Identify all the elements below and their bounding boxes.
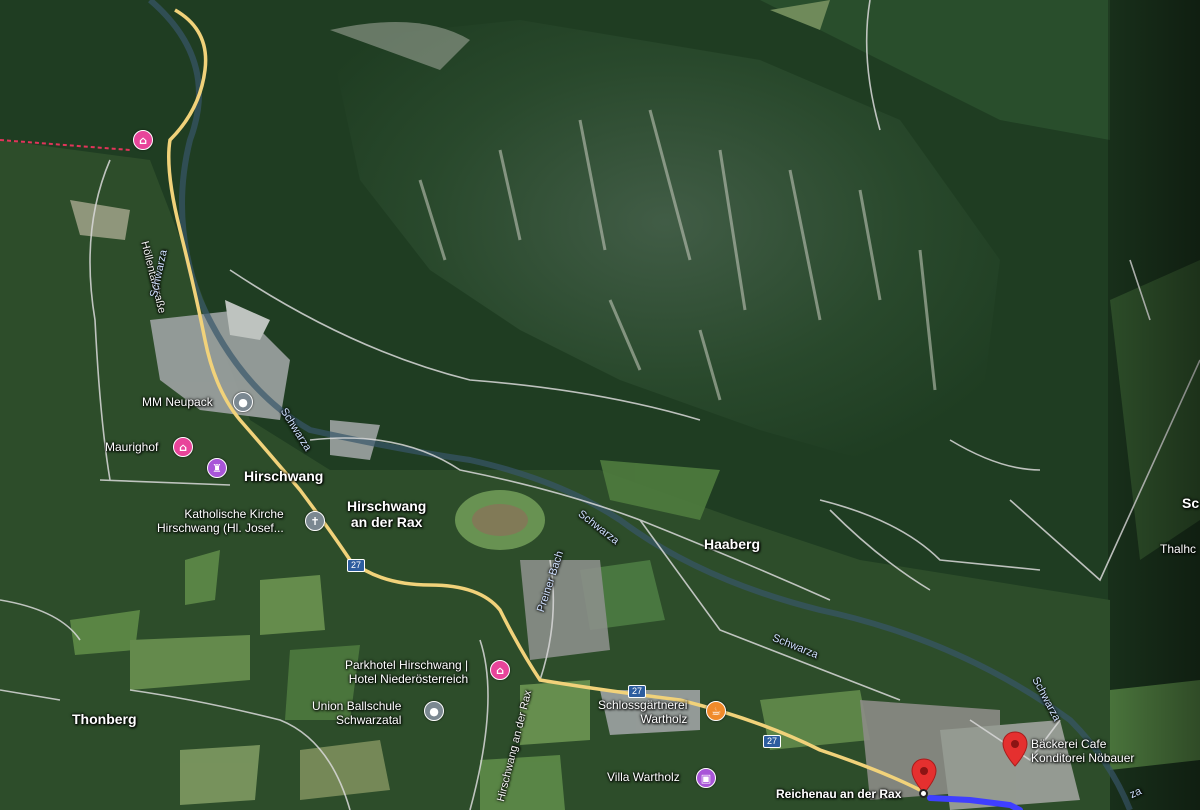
poi-label-line-1: Schlossgärtnerei	[598, 698, 688, 712]
chess-tower-icon[interactable]: ♜	[207, 458, 227, 478]
hotel-icon[interactable]: ⌂	[490, 660, 510, 680]
poi-label-katholische-kirche[interactable]: Katholische Kirche Hirschwang (Hl. Josef…	[157, 507, 284, 536]
place-label-haaberg: Haaberg	[704, 536, 761, 552]
place-label-edge-thalhc: Thalhc	[1160, 542, 1197, 556]
poi-label-line-2: Schwarzatal	[336, 712, 402, 727]
route-shield-27-b: 27	[628, 685, 647, 698]
hotel-icon[interactable]: ⌂	[133, 130, 153, 150]
cafe-icon[interactable]: ☕	[706, 701, 726, 721]
hotel-icon[interactable]: ⌂	[173, 437, 193, 457]
place-label-line-1: Hirschwang	[347, 498, 427, 514]
poi-label-line-2: Wartholz	[640, 711, 688, 726]
poi-label-line-1: Union Ballschule	[312, 699, 402, 713]
place-label-edge-sc: Sc	[1182, 495, 1200, 511]
poi-label-villa-wartholz[interactable]: Villa Wartholz	[607, 770, 680, 784]
place-label-line-2: an der Rax	[350, 514, 423, 531]
poi-label-line-2: Konditorei Nöbauer	[1031, 750, 1135, 765]
poi-label-line-2: Hotel Niederösterreich	[348, 671, 469, 686]
poi-label-line-2: Hirschwang (Hl. Josef...	[157, 520, 284, 535]
poi-label-parkhotel[interactable]: Parkhotel Hirschwang | Hotel Niederöster…	[345, 658, 469, 687]
poi-label-schlossgaertnerei[interactable]: Schlossgärtnerei Wartholz	[598, 698, 688, 727]
map-marker-icon[interactable]	[911, 758, 937, 794]
route-shield-27-c: 27	[763, 735, 782, 748]
map-marker-icon[interactable]	[1002, 731, 1028, 767]
place-label-thonberg: Thonberg	[72, 711, 137, 727]
poi-label-line-1: Katholische Kirche	[184, 507, 284, 521]
museum-icon[interactable]: ▣	[696, 768, 716, 788]
poi-label-union-ballschule[interactable]: Union Ballschule Schwarzatal	[312, 699, 402, 728]
place-label-hirschwang: Hirschwang	[244, 468, 324, 484]
location-dot-icon[interactable]: ●	[424, 701, 444, 721]
route-shield-27-a: 27	[347, 559, 366, 572]
poi-label-line-1: Parkhotel Hirschwang |	[345, 658, 469, 672]
poi-label-mm-neupack[interactable]: MM Neupack	[142, 395, 213, 409]
poi-label-line-1: Bäckerei Cafe	[1031, 737, 1107, 751]
place-label-hirschwang-an-der-rax: Hirschwang an der Rax	[347, 498, 426, 530]
poi-label-maurighof[interactable]: Maurighof	[105, 440, 159, 454]
route-origin-dot[interactable]	[919, 789, 928, 798]
poi-label-baeckerei[interactable]: Bäckerei Cafe Konditorei Nöbauer	[1031, 737, 1135, 766]
church-icon[interactable]: ✝	[305, 511, 325, 531]
place-label-reichenau: Reichenau an der Rax	[776, 787, 902, 801]
location-dot-icon[interactable]: ●	[233, 392, 253, 412]
